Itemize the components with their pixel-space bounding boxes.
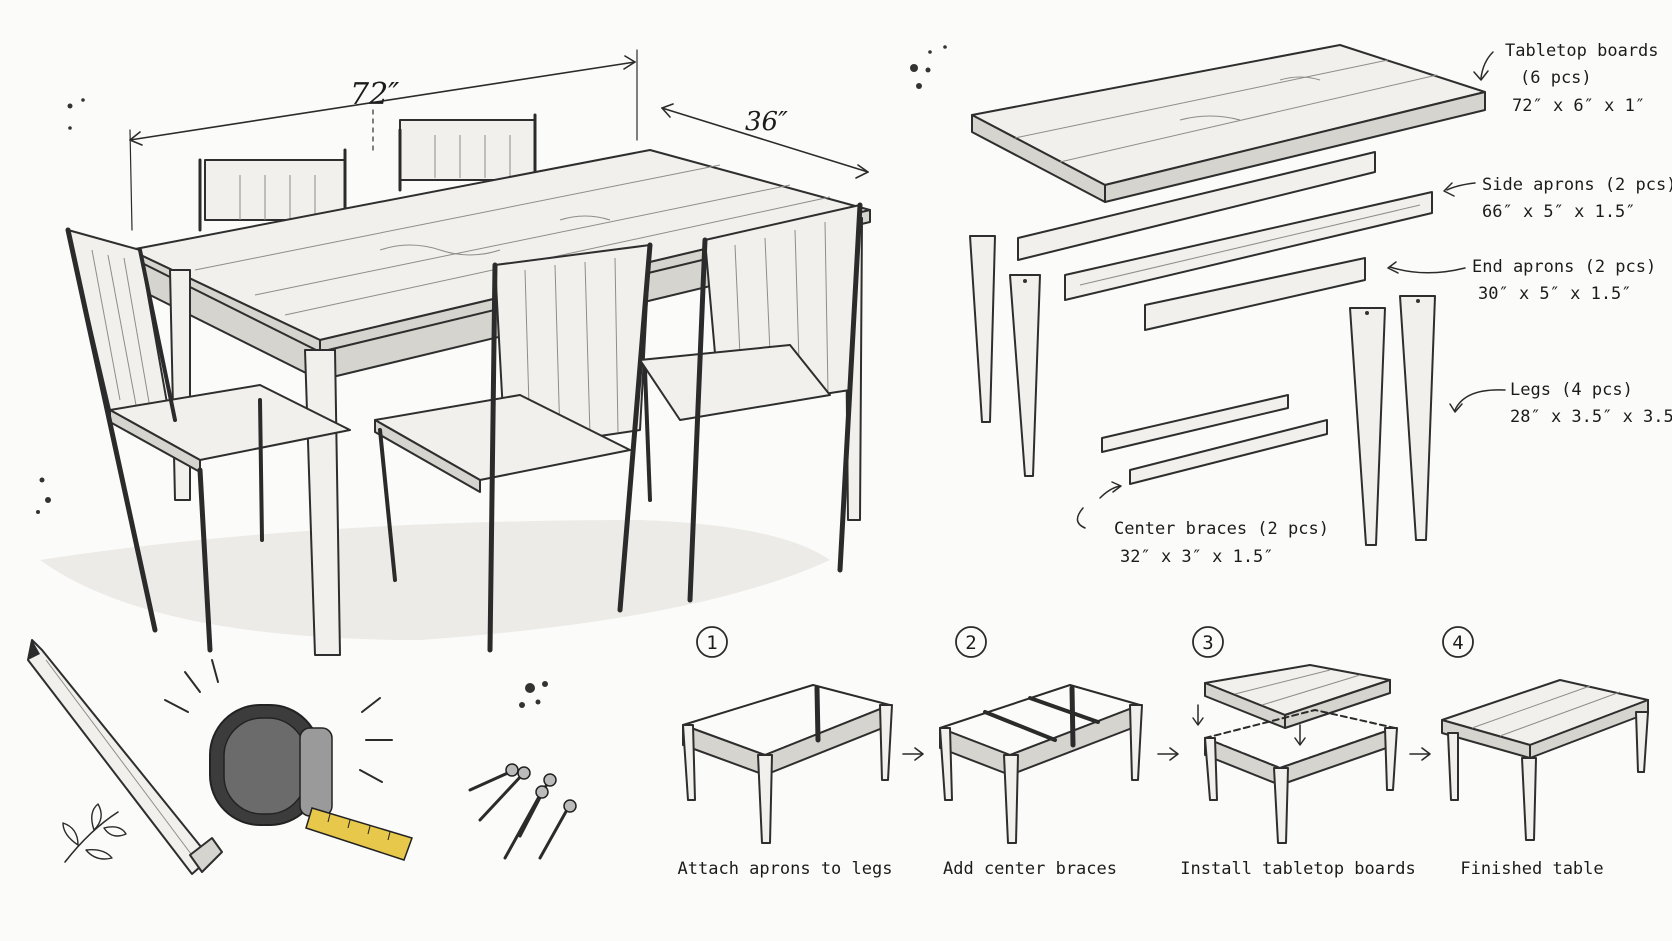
side-apron-back <box>1017 151 1376 261</box>
assembly-step-1: 1 Attach aprons to legs <box>678 626 893 879</box>
center-brace-2 <box>1129 419 1328 485</box>
front-chair-left <box>65 227 351 653</box>
step-label: Install tabletop boards <box>1180 859 1415 879</box>
screws-icon <box>468 681 577 860</box>
assembly-step-4: 4 Finished table <box>1441 626 1649 879</box>
step-number: 4 <box>1452 632 1463 654</box>
exploded-parts-view <box>969 44 1506 546</box>
center-brace-1 <box>1101 394 1289 453</box>
leg-2 <box>1009 274 1041 477</box>
front-chair-right <box>639 202 863 603</box>
leaf-sprig-icon <box>62 803 127 863</box>
step-number-circle <box>696 626 728 658</box>
assembly-step-2: 2 Add center braces <box>939 626 1143 879</box>
step-number-circle <box>1192 626 1224 658</box>
end-apron <box>1144 257 1366 331</box>
part-name: Tabletop boards <box>1505 41 1659 61</box>
part-name: Legs (4 pcs) <box>1510 380 1633 400</box>
part-size: 30″ x 5″ x 1.5″ <box>1478 284 1632 304</box>
length-dimension-line <box>129 61 636 141</box>
part-label-legs: Legs (4 pcs) 28″ x 3.5″ x 3.5″ <box>1510 380 1672 427</box>
part-size: 72″ x 6″ x 1″ <box>1512 96 1645 116</box>
back-chair-right <box>398 113 537 192</box>
width-dimension: 36″ <box>745 107 788 137</box>
step-number-circle <box>1442 626 1474 658</box>
part-name: End aprons (2 pcs) <box>1472 257 1656 277</box>
part-size: 32″ x 3″ x 1.5″ <box>1120 547 1274 567</box>
part-label-center-braces: Center braces (2 pcs) 32″ x 3″ x 1.5″ <box>1114 519 1329 567</box>
width-dimension-line <box>661 107 869 173</box>
length-dimension: 72″ <box>350 77 400 112</box>
pencil-icon <box>27 639 223 875</box>
part-label-end-aprons: End aprons (2 pcs) 30″ x 5″ x 1.5″ <box>1472 257 1656 304</box>
step-label: Finished table <box>1460 859 1603 879</box>
tape-measure-icon <box>164 659 413 861</box>
part-label-side-aprons: Side aprons (2 pcs) 66″ x 5″ x 1.5″ <box>1482 175 1672 222</box>
table-with-chairs-drawing: 72″ 36″ <box>36 45 947 656</box>
step-number: 3 <box>1202 632 1213 654</box>
step-number-circle <box>955 626 987 658</box>
part-name: Center braces (2 pcs) <box>1114 519 1329 539</box>
step-number: 1 <box>706 632 717 654</box>
part-size: 66″ x 5″ x 1.5″ <box>1482 202 1636 222</box>
part-size: 28″ x 3.5″ x 3.5″ <box>1510 407 1672 427</box>
side-apron-front <box>1064 191 1433 301</box>
step-label: Add center braces <box>943 859 1117 879</box>
assembly-step-3: 3 Install tabletop boards <box>1180 626 1416 879</box>
part-count: (6 pcs) <box>1520 68 1592 88</box>
leg-3 <box>1349 307 1386 546</box>
part-name: Side aprons (2 pcs) <box>1482 175 1672 195</box>
front-chair-middle <box>374 242 653 653</box>
part-label-tabletop: Tabletop boards (6 pcs) 72″ x 6″ x 1″ <box>1505 41 1659 116</box>
leg-4 <box>1399 295 1436 541</box>
step-number: 2 <box>965 632 976 654</box>
step-label: Attach aprons to legs <box>678 859 893 879</box>
tabletop-boards-drawing <box>971 44 1486 203</box>
leg-1 <box>969 235 996 423</box>
tape-blade <box>305 807 413 861</box>
back-chair-left <box>198 148 347 232</box>
